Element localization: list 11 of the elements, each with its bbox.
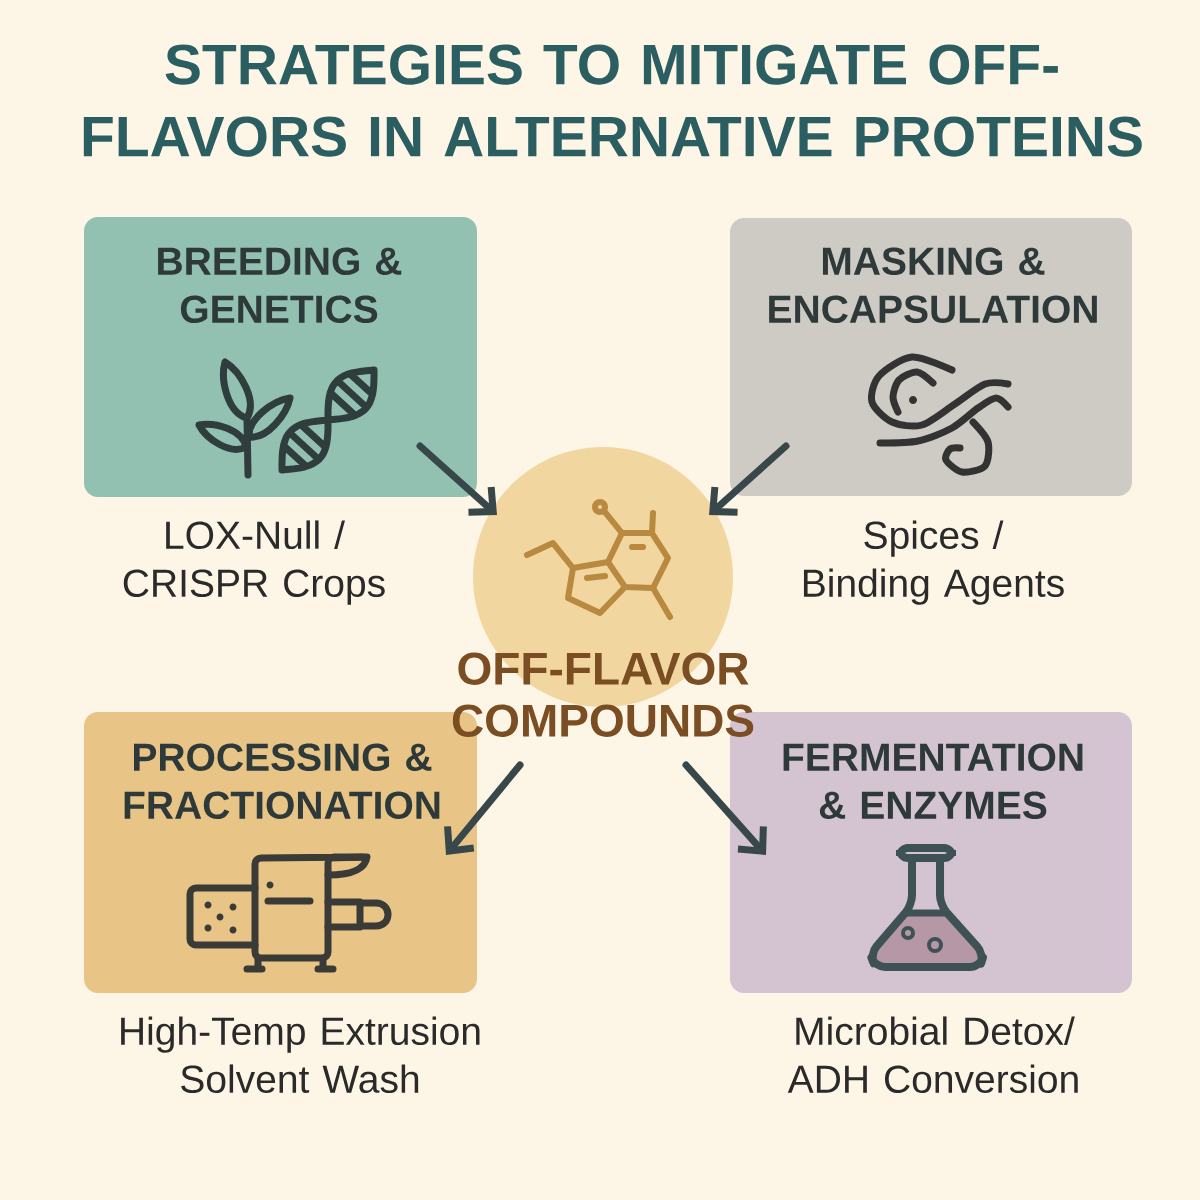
arrow <box>444 761 524 855</box>
caption-text: High-Temp Extrusion Solvent Wash <box>121 1016 480 1094</box>
title: STRATEGIES TO MITIGATE OFF-FLAVORS IN ALTERNATIVE PROTEINS <box>83 44 1142 157</box>
caption-text: Spices / Binding Agents <box>803 520 1064 605</box>
caption-text: LOX-Null / CRISPR Crops <box>123 520 385 605</box>
strategy-box: MASKING & ENCAPSULATION <box>730 218 1132 496</box>
arrow <box>709 442 790 516</box>
caption-text: Microbial Detox/ ADH Conversion <box>787 1016 1078 1094</box>
arrow <box>682 761 767 855</box>
arrow <box>416 442 497 516</box>
strategy-box: BREEDING & GENETICS <box>84 217 477 497</box>
